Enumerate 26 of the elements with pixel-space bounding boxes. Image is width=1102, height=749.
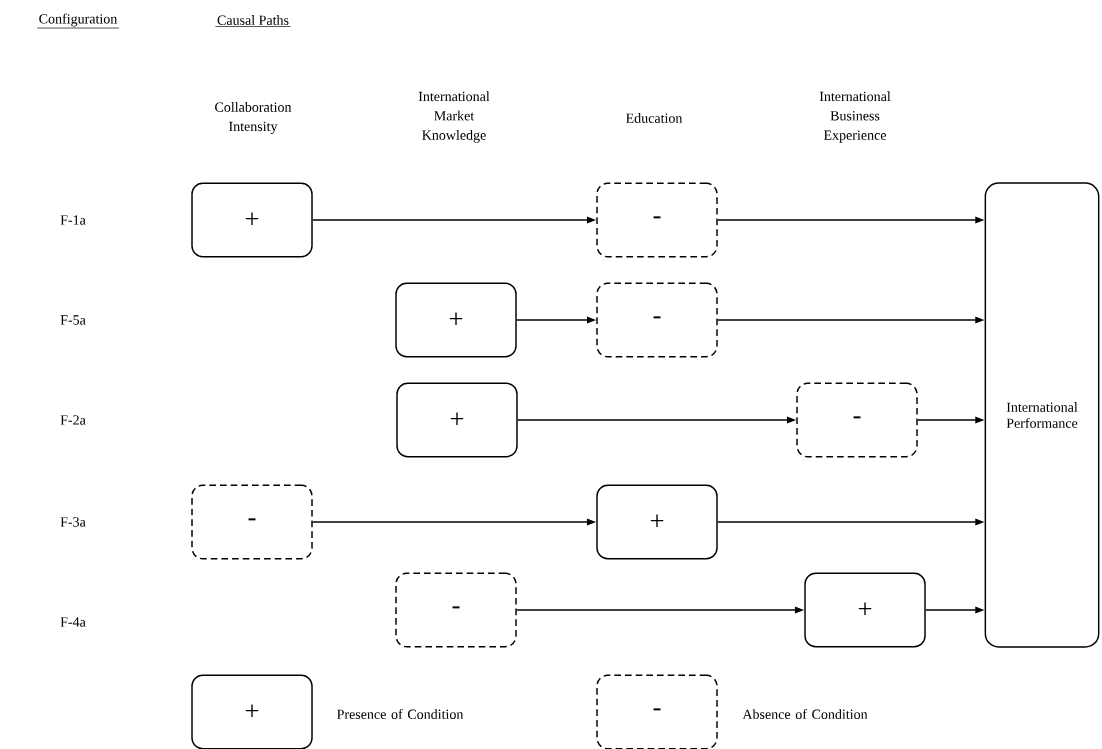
condition-box: + <box>395 282 517 358</box>
row-label: F-4a <box>60 617 86 627</box>
dashed-condition-box: - <box>395 572 517 648</box>
row-label: F-1a <box>60 215 86 225</box>
condition-box: + <box>396 382 518 458</box>
row-label: F-2a <box>60 415 86 425</box>
condition-box: + <box>191 182 313 258</box>
row-label: F-3a <box>60 517 86 527</box>
outcome-box: International Performance <box>984 182 1100 648</box>
dashed-condition-box: - <box>596 282 718 358</box>
condition-box: + <box>804 572 926 648</box>
dashed-condition-box: - <box>596 182 718 258</box>
dashed-condition-box: - <box>191 484 313 560</box>
column-heading: International Business Experience <box>819 91 891 143</box>
condition-box: + <box>596 484 718 560</box>
condition-box: + <box>191 674 313 749</box>
row-label: F-5a <box>60 315 86 325</box>
legend-text: Absence of Condition <box>742 709 868 719</box>
column-heading: Collaboration Intensity <box>215 102 292 135</box>
dashed-condition-box: - <box>596 674 718 749</box>
column-heading: International Market Knowledge <box>418 91 490 143</box>
section-heading: Causal Paths <box>215 15 291 27</box>
dashed-condition-box: - <box>796 382 918 458</box>
legend-text: Presence of Condition <box>337 709 464 719</box>
column-heading: Education <box>626 113 683 123</box>
section-heading: Configuration <box>36 13 120 29</box>
